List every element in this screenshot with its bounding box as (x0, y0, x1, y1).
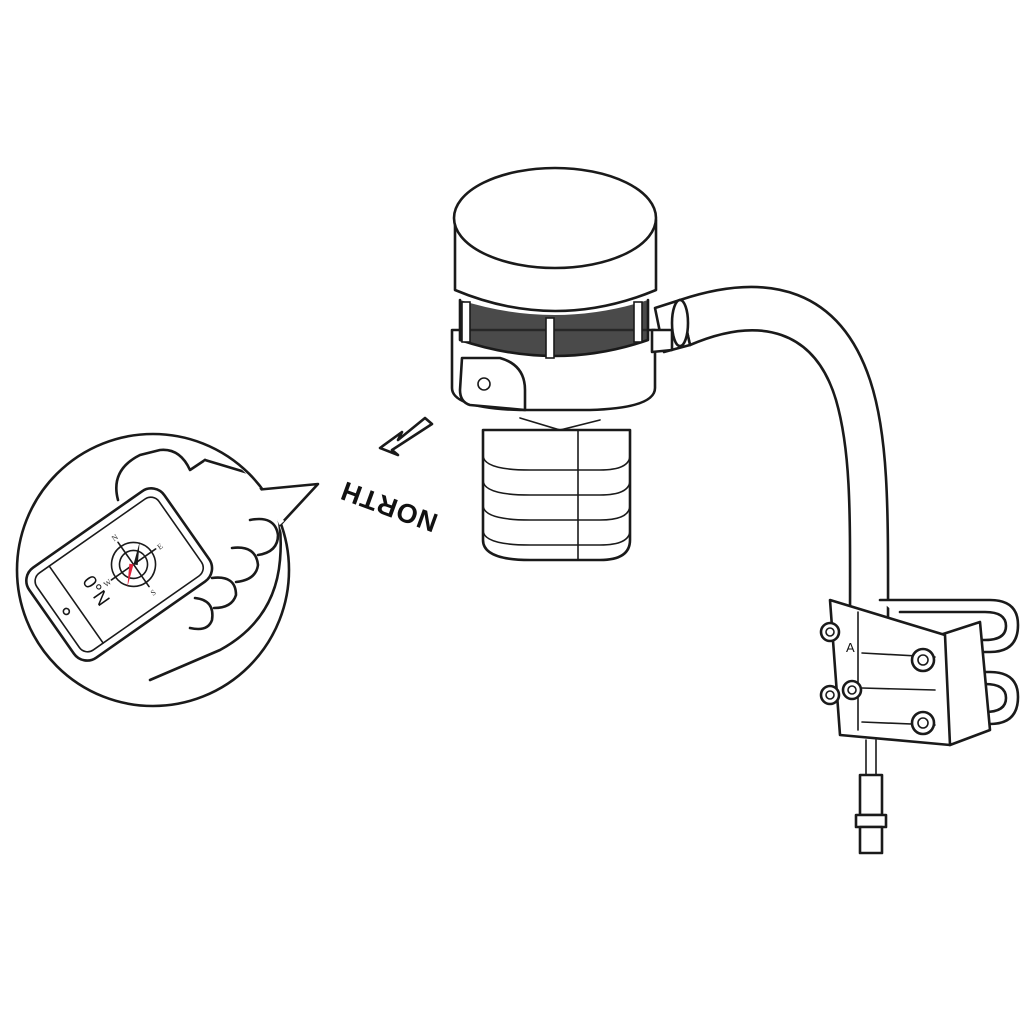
hand-with-phone: N E S W 0°N (25, 448, 282, 682)
dir-letter: W (102, 577, 114, 589)
dir-letter: E (155, 541, 164, 551)
smartphone: N E S W 0°N (25, 487, 214, 662)
gooseneck-arm (653, 285, 890, 642)
dir-letter: S (149, 588, 158, 598)
sensor-head (450, 166, 674, 412)
pole-clamp: A (819, 598, 1020, 747)
compass-icon: N E S W (102, 532, 165, 598)
radiation-shield (481, 417, 632, 562)
cable-connector (854, 739, 888, 855)
clamp-mark: A (846, 640, 855, 655)
north-label: NORTH (336, 475, 441, 538)
dir-letter: N (110, 532, 120, 543)
arrow-down-left-icon (378, 416, 434, 457)
